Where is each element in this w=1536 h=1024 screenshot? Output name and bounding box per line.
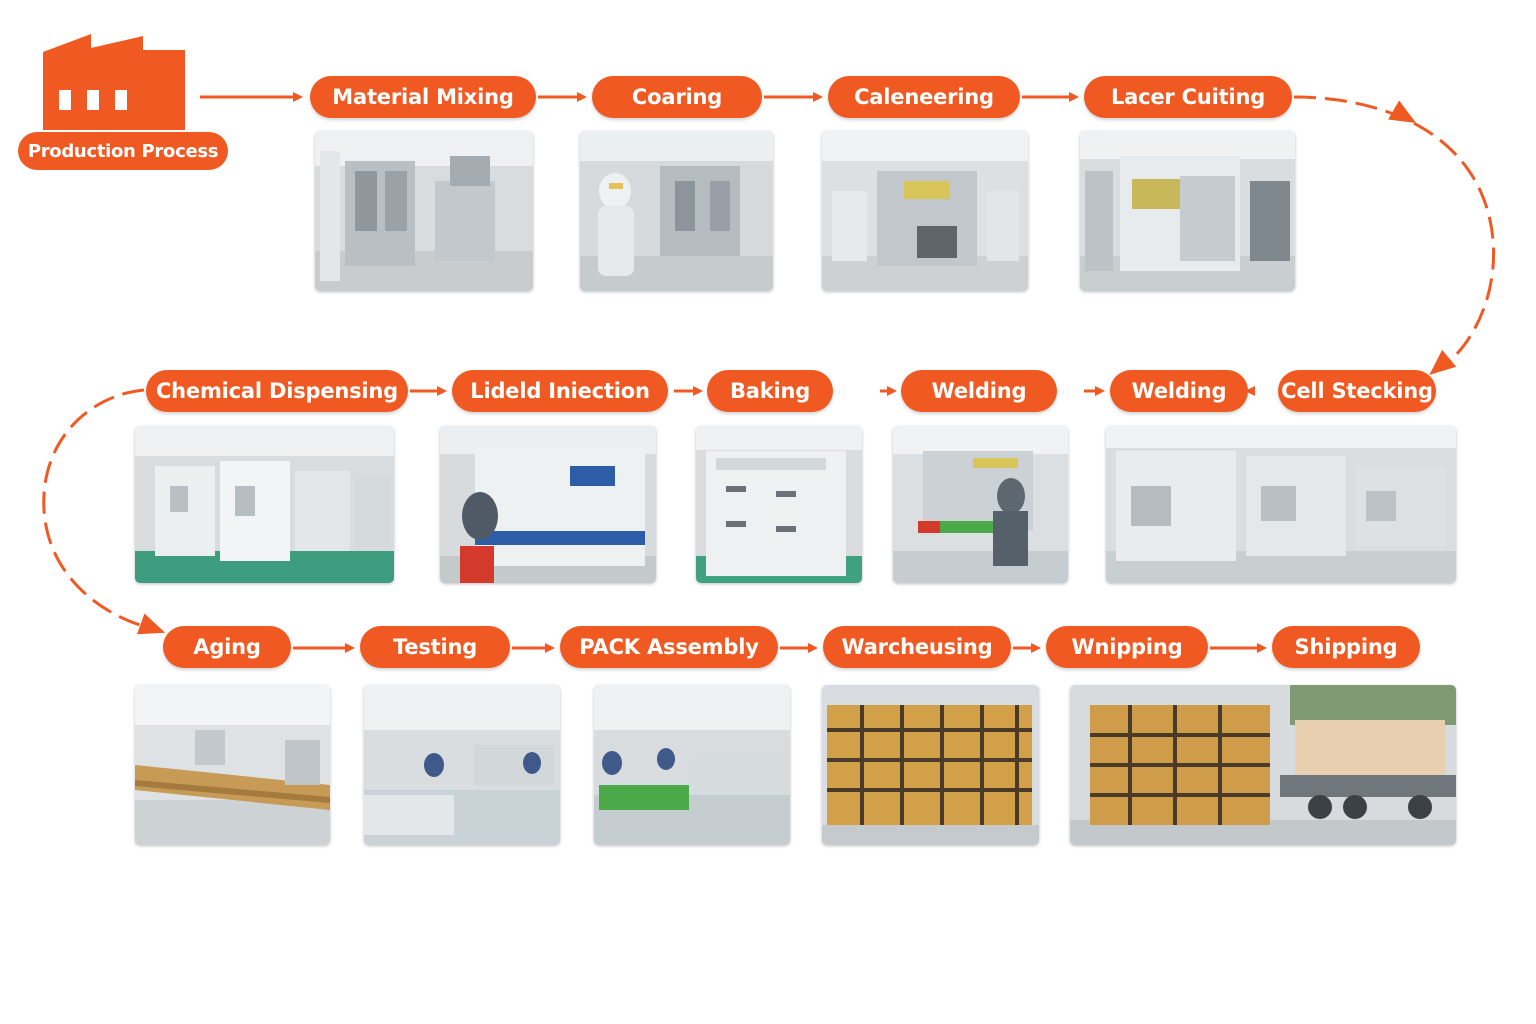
curve-right [1293,95,1496,370]
step-aging: Aging [163,626,291,668]
photo-warcheusing [822,685,1039,845]
step-material-mixing: Material Mixing [310,76,536,118]
photo-pack-assembly [594,685,790,845]
step-lacer-cuiting: Lacer Cuiting [1084,76,1292,118]
photo-welding [893,426,1068,583]
photo-testing [364,685,560,845]
photo-lacer-cuiting [1080,131,1295,291]
step-cell-stecking: Cell Stecking [1278,370,1436,412]
step-coaring: Coaring [592,76,762,118]
photo-baking [696,426,862,583]
photo-cell-stecking [1106,426,1456,583]
step-welding-1: Welding [901,370,1057,412]
photo-lideld-iniection [440,426,656,583]
step-lideld-iniection: Lideld Iniection [452,370,668,412]
photo-aging [135,685,330,845]
photo-material-mixing [315,131,533,291]
photo-chemical-dispensing [135,426,394,583]
photo-caleneering [822,131,1028,291]
step-baking: Baking [707,370,833,412]
curve-right-arrowhead [1388,100,1417,123]
step-chemical-dispensing: Chemical Dispensing [146,370,408,412]
step-warcheusing: Warcheusing [823,626,1011,668]
step-pack-assembly: PACK Assembly [560,626,778,668]
page-title: Production Process [18,132,228,170]
factory-icon [43,34,185,130]
step-wnipping: Wnipping [1046,626,1208,668]
step-testing: Testing [360,626,510,668]
header-block: Production Process [18,34,230,174]
photo-shipping [1070,685,1456,845]
step-shipping: Shipping [1272,626,1420,668]
step-welding-2: Welding [1110,370,1248,412]
step-caleneering: Caleneering [828,76,1020,118]
photo-coaring [580,131,773,291]
